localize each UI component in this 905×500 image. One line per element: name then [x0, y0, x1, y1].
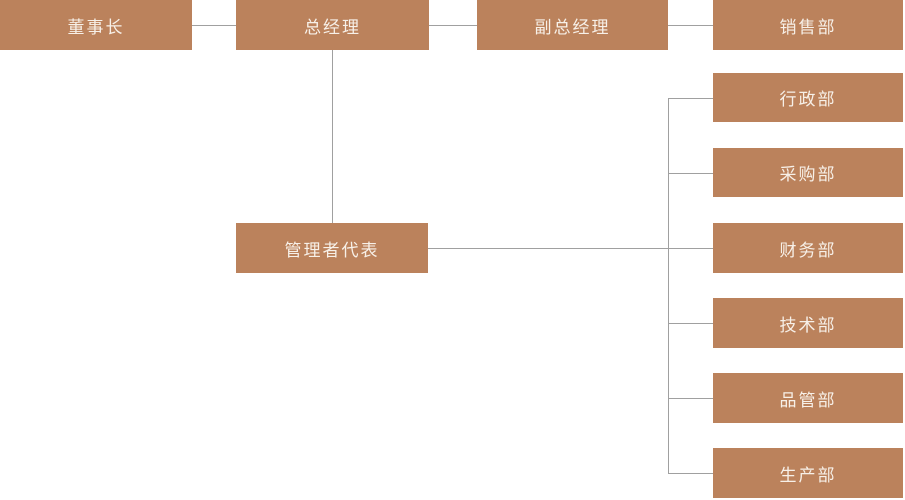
- org-node-production-dept: 生产部: [713, 448, 903, 498]
- edge-spine-technology-dept: [668, 323, 713, 324]
- org-node-technology-dept: 技术部: [713, 298, 903, 348]
- org-node-general-manager: 总经理: [236, 0, 429, 50]
- org-node-deputy-general-manager: 副总经理: [477, 0, 668, 50]
- edge-spine-admin-dept: [668, 98, 713, 99]
- edge-spine-quality-dept: [668, 398, 713, 399]
- edge-chairman-general-manager: [192, 25, 236, 26]
- edge-representative-finance-dept: [428, 248, 713, 249]
- edge-deputy-sales-dept: [668, 25, 713, 26]
- edge-spine-production-dept: [668, 473, 713, 474]
- org-node-chairman: 董事长: [0, 0, 192, 50]
- org-node-quality-dept: 品管部: [713, 373, 903, 423]
- edge-department-spine: [668, 98, 669, 473]
- org-node-admin-dept: 行政部: [713, 73, 903, 122]
- org-node-sales-dept: 销售部: [713, 0, 903, 50]
- edge-spine-purchasing-dept: [668, 173, 713, 174]
- edge-general-manager-deputy: [429, 25, 477, 26]
- org-node-management-representative: 管理者代表: [236, 223, 428, 273]
- org-node-purchasing-dept: 采购部: [713, 148, 903, 197]
- edge-general-manager-representative: [332, 50, 333, 223]
- org-node-finance-dept: 财务部: [713, 223, 903, 273]
